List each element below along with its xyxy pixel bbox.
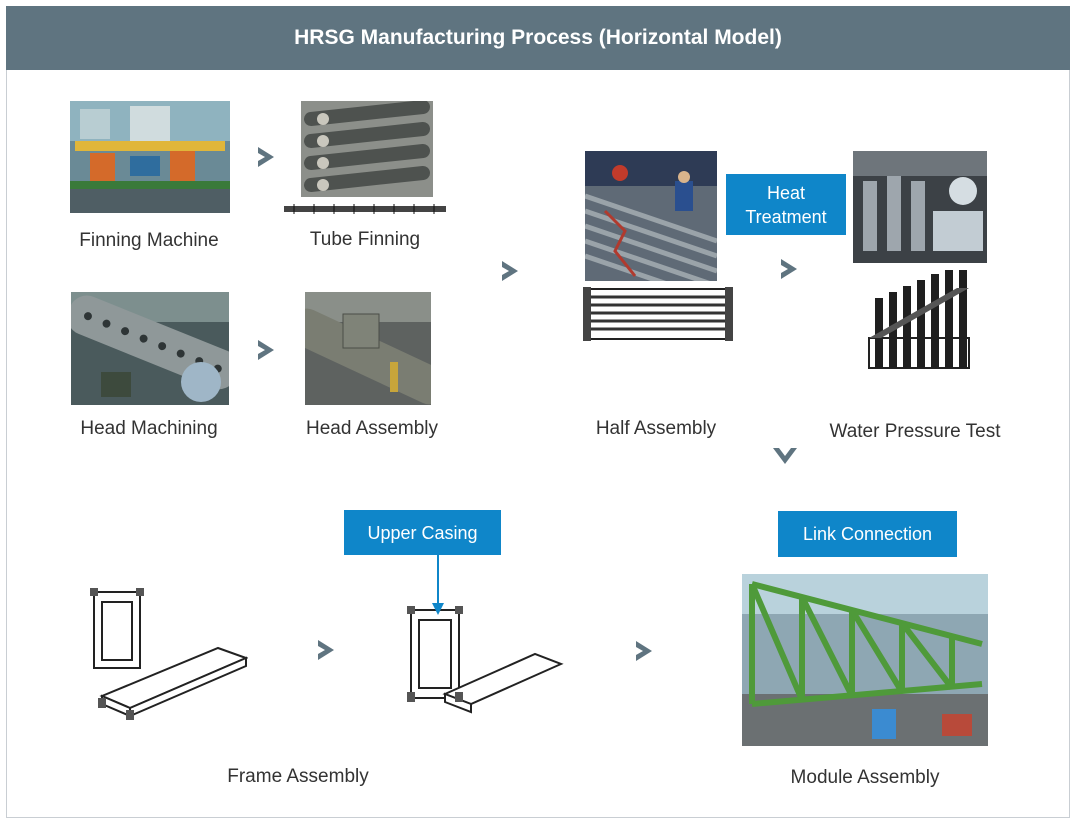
module-assembly-photo <box>742 574 988 746</box>
label-frame-assembly: Frame Assembly <box>227 766 369 787</box>
chevron-right-icon <box>255 338 277 362</box>
water-pressure-test-drawing <box>861 268 976 374</box>
label-half-assembly: Half Assembly <box>595 418 717 439</box>
label-head-machining: Head Machining <box>80 418 218 439</box>
upper-casing-pointer-arrow <box>430 555 446 617</box>
diagram-title: HRSG Manufacturing Process (Horizontal M… <box>6 6 1070 70</box>
water-pressure-test-photo <box>853 151 987 263</box>
label-tube-finning: Tube Finning <box>309 229 421 250</box>
upper-casing-frame-drawing <box>405 602 565 714</box>
chevron-right-icon <box>633 639 655 663</box>
finning-machine-photo <box>70 101 230 213</box>
label-module-assembly: Module Assembly <box>790 767 940 788</box>
head-machining-photo <box>71 292 229 405</box>
diagram-frame <box>6 6 1070 818</box>
chevron-right-icon <box>778 257 800 281</box>
tag-heat-treatment-line2: Treatment <box>745 206 827 227</box>
tag-heat-treatment: Heat Treatment <box>726 174 846 235</box>
finned-tube-drawing <box>284 203 446 215</box>
chevron-right-icon <box>499 259 521 283</box>
label-finning-machine: Finning Machine <box>79 230 219 251</box>
half-assembly-drawing <box>583 285 733 343</box>
half-assembly-photo <box>585 151 717 281</box>
frame-assembly-drawing <box>88 586 248 726</box>
chevron-down-icon <box>772 445 798 467</box>
chevron-right-icon <box>315 638 337 662</box>
tag-upper-casing: Upper Casing <box>344 510 501 555</box>
chevron-right-icon <box>255 145 277 169</box>
label-water-pressure-test: Water Pressure Test <box>829 421 1001 442</box>
tube-finning-photo <box>301 101 433 197</box>
tag-heat-treatment-line1: Heat <box>766 182 806 203</box>
label-head-assembly: Head Assembly <box>305 418 438 439</box>
head-assembly-photo <box>305 292 431 405</box>
tag-link-connection: Link Connection <box>778 511 957 557</box>
